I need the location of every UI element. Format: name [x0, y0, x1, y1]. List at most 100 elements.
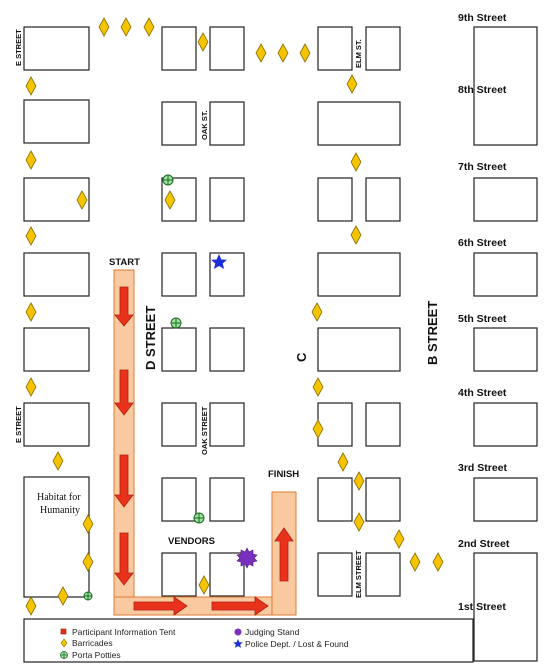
block	[317, 552, 353, 597]
porta-potty-icon	[60, 651, 68, 659]
barricade-icon	[143, 17, 155, 37]
street-label: 6th Street	[458, 237, 507, 249]
block	[317, 402, 353, 447]
block	[161, 252, 197, 297]
barricade-icon	[25, 302, 37, 322]
porta-potty-icon	[193, 512, 205, 524]
barricades	[25, 17, 444, 616]
barricade-icon	[60, 638, 68, 648]
judging-stand-icon	[234, 628, 242, 636]
block	[317, 252, 401, 297]
street-label: 7th Street	[458, 161, 507, 173]
arrow-right-icon	[211, 596, 269, 616]
street-label: ELM STREET	[354, 550, 363, 598]
street-labels: 9th Street 8th Street 7th Street 6th Str…	[14, 12, 510, 613]
block	[317, 101, 401, 146]
block	[23, 402, 90, 447]
legend: Participant Information Tent Barricades …	[23, 618, 474, 663]
block	[161, 552, 197, 597]
barricade-icon	[25, 377, 37, 397]
block	[317, 177, 353, 222]
barricade-icon	[82, 514, 94, 534]
porta-potties	[83, 174, 205, 601]
street-label: 9th Street	[458, 12, 507, 24]
block	[23, 327, 90, 372]
barricade-icon	[409, 552, 421, 572]
habitat-label: Humanity	[40, 505, 80, 516]
porta-potty-icon	[170, 317, 182, 329]
block	[23, 252, 90, 297]
place-labels: START FINISH VENDORS Habitat for Humanit…	[37, 257, 299, 547]
police-star-icon	[211, 254, 227, 269]
parade-route	[113, 269, 297, 616]
barricade-icon	[25, 76, 37, 96]
police-star-icon	[233, 639, 243, 648]
barricade-icon	[312, 419, 324, 439]
block	[365, 477, 401, 522]
route-corner	[115, 598, 133, 614]
street-label: 4th Street	[458, 387, 507, 399]
block	[365, 26, 401, 71]
street-label: 8th Street	[458, 84, 507, 96]
block	[473, 552, 538, 662]
barricade-icon	[255, 43, 267, 63]
street-label: C	[294, 352, 309, 362]
block	[209, 402, 245, 447]
barricade-icon	[164, 190, 176, 210]
block	[161, 26, 197, 71]
barricade-icon	[393, 529, 405, 549]
block	[209, 252, 245, 297]
arrow-down-icon	[114, 286, 134, 327]
street-label: OAK ST.	[200, 110, 209, 140]
legend-judging-stand: Judging Stand	[245, 627, 300, 637]
legend-barricades: Barricades	[72, 638, 113, 648]
barricade-icon	[312, 377, 324, 397]
block	[161, 101, 197, 146]
habitat-block	[23, 476, 90, 598]
info-tent-icon	[60, 628, 67, 635]
legend-porta-potties: Porta Potties	[72, 650, 121, 660]
block	[473, 26, 538, 146]
street-label: 3rd Street	[458, 462, 508, 474]
block	[161, 402, 197, 447]
barricade-icon	[346, 74, 358, 94]
barricade-icon	[57, 586, 69, 606]
street-label: B STREET	[425, 301, 440, 365]
street-label: D STREET	[143, 306, 158, 370]
arrow-down-icon	[114, 369, 134, 416]
barricade-icon	[197, 32, 209, 52]
street-label: OAK STREET	[200, 406, 209, 455]
barricade-icon	[82, 552, 94, 572]
legend-box	[23, 618, 474, 663]
barricade-icon	[277, 43, 289, 63]
street-label: ELM ST.	[354, 39, 363, 68]
barricade-icon	[25, 150, 37, 170]
barricade-icon	[25, 596, 37, 616]
barricade-icon	[432, 552, 444, 572]
street-label: 5th Street	[458, 313, 507, 325]
block	[209, 477, 245, 522]
street-label: E STREET	[14, 406, 23, 443]
porta-potty-icon	[162, 174, 174, 186]
barricade-icon	[76, 190, 88, 210]
porta-potty-icon	[83, 591, 93, 601]
arrow-right-icon	[133, 596, 188, 616]
block	[473, 477, 538, 522]
start-label: START	[109, 257, 140, 268]
block	[209, 26, 245, 71]
arrow-up-icon	[274, 527, 294, 582]
block	[209, 101, 245, 146]
block	[473, 327, 538, 372]
barricade-icon	[299, 43, 311, 63]
block	[23, 26, 90, 71]
barricade-icon	[25, 226, 37, 246]
block	[209, 177, 245, 222]
barricade-icon	[198, 575, 210, 595]
block	[365, 177, 401, 222]
block	[473, 252, 538, 297]
street-label: E STREET	[14, 29, 23, 66]
barricade-icon	[337, 452, 349, 472]
barricade-icon	[353, 512, 365, 532]
block	[161, 477, 197, 522]
